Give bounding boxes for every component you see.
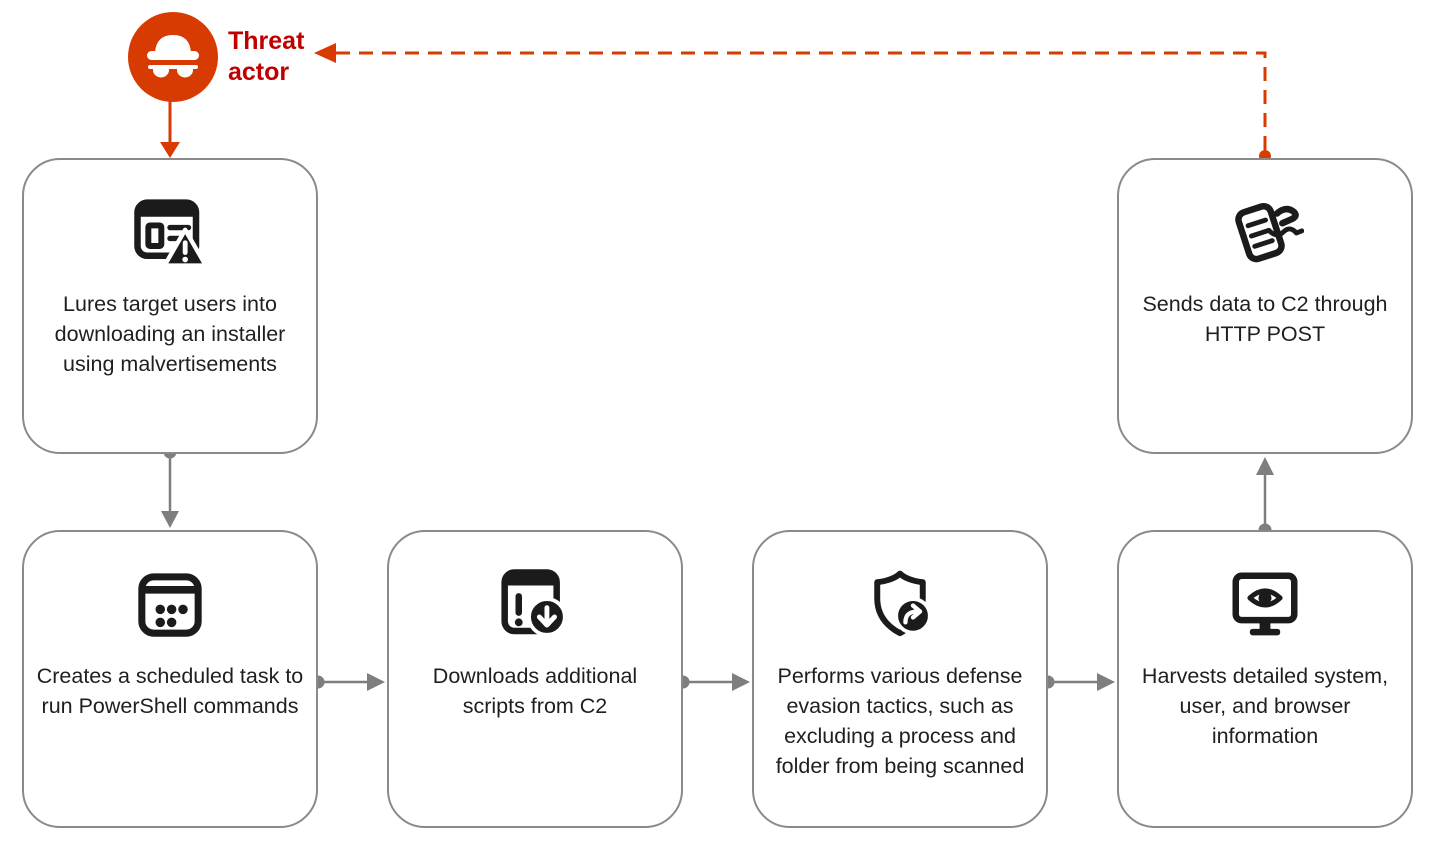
spy-hat-glasses-icon <box>147 35 199 78</box>
arrow-send-to-threatactor <box>314 43 1271 162</box>
node-label: Lures target users into downloading an i… <box>54 292 286 376</box>
arrow-task-to-download <box>311 673 385 691</box>
node-label: Performs various defense evasion tactics… <box>775 664 1025 778</box>
node-download-scripts: Downloads additional scripts from C2 <box>387 530 683 828</box>
arrow-threatactor-to-lure <box>160 98 180 158</box>
threat-actor-icon <box>128 12 218 102</box>
document-exfiltration-icon <box>1226 194 1304 272</box>
node-scheduled-task: Creates a scheduled task to run PowerShe… <box>22 530 318 828</box>
node-label: Creates a scheduled task to run PowerShe… <box>36 664 304 718</box>
arrow-download-to-evasion <box>676 673 750 691</box>
window-download-icon <box>496 566 574 644</box>
arrow-lure-to-task <box>161 445 179 528</box>
arrow-harvest-to-send <box>1256 457 1274 537</box>
node-send-c2: Sends data to C2 through HTTP POST <box>1117 158 1413 454</box>
node-label: Downloads additional scripts from C2 <box>432 664 638 718</box>
node-harvest-info: Harvests detailed system, user, and brow… <box>1117 530 1413 828</box>
scheduled-task-icon <box>131 566 209 644</box>
threat-actor-label: Threat actor <box>228 27 305 86</box>
node-defense-evasion: Performs various defense evasion tactics… <box>752 530 1048 828</box>
node-label: Harvests detailed system, user, and brow… <box>1141 664 1389 748</box>
monitor-eye-icon <box>1226 566 1304 644</box>
node-lure: Lures target users into downloading an i… <box>22 158 318 454</box>
shield-forward-icon <box>861 566 939 644</box>
node-label: Sends data to C2 through HTTP POST <box>1142 292 1388 346</box>
browser-warning-icon <box>131 194 209 272</box>
arrow-evasion-to-harvest <box>1041 673 1115 691</box>
